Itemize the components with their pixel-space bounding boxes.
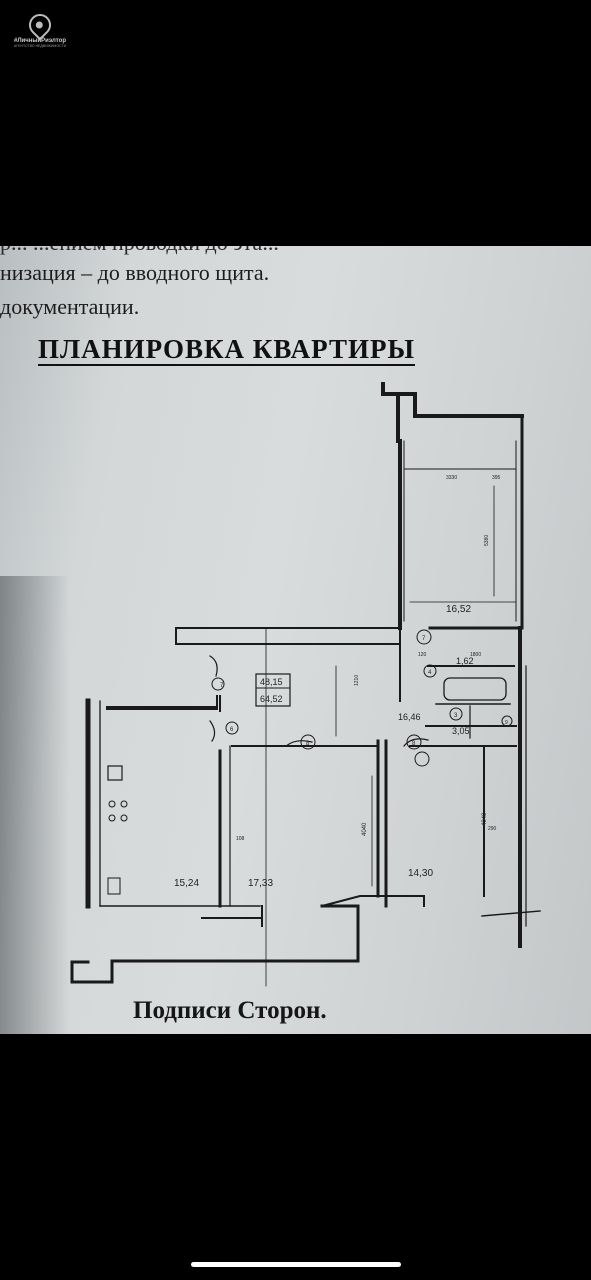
room-area-kitchen: 15,24 (174, 878, 199, 889)
room-area-right: 14,30 (408, 868, 433, 879)
dim-hall-b: 4040 (482, 812, 488, 826)
total-area-bottom: 64,52 (260, 694, 283, 704)
marker-4: 8 (412, 741, 416, 747)
marker-7: 3 (454, 713, 458, 719)
total-area-top: 48,15 (260, 677, 283, 687)
dim-misc-b: 290 (488, 826, 497, 832)
marker-3: 8 (306, 741, 310, 747)
dim-top-a: 3330 (446, 475, 457, 481)
room-area-hall: 16,46 (398, 712, 421, 722)
location-pin-icon (24, 9, 56, 41)
dim-misc-c: 108 (236, 836, 245, 842)
marker-5: 7 (422, 636, 426, 642)
signatures-label: Подписи Сторон. (133, 997, 327, 1024)
doc-line-1: р... ...ением проводки до эта... (0, 246, 279, 256)
watermark: #ЛичныйРиэлтор АГЕНТСТВО НЕДВИЖИМОСТИ (8, 9, 72, 48)
room-area-wc: 1,62 (456, 656, 474, 666)
dim-hall-a: 4040 (362, 822, 368, 836)
marker-8: 9 (505, 720, 508, 726)
document-photo: р... ...ением проводки до эта... низация… (0, 246, 591, 1034)
watermark-title: #ЛичныйРиэлтор (13, 38, 66, 44)
photo-shadow (0, 576, 70, 1034)
doc-line-3: документации. (0, 294, 140, 319)
plan-heading: ПЛАНИРОВКА КВАРТИРЫ (38, 334, 416, 366)
dim-misc-e: 120 (418, 652, 427, 658)
dim-loggia-h: 5380 (484, 535, 490, 546)
floor-plan-drawing: 48,15 64,52 15,24 17,33 14,30 16,52 16,4… (70, 382, 541, 987)
doc-line-2: низация – до вводного щита. (0, 260, 270, 285)
dim-misc-a: 1800 (470, 652, 481, 658)
watermark-subtitle: АГЕНТСТВО НЕДВИЖИМОСТИ (13, 44, 67, 48)
marker-1: 7 (220, 683, 224, 689)
room-area-middle: 17,33 (248, 878, 273, 889)
room-area-bath: 3,05 (452, 726, 470, 736)
room-area-loggia: 16,52 (446, 604, 471, 615)
dim-top-b: 395 (492, 475, 501, 481)
marker-2: 6 (230, 727, 234, 733)
home-indicator[interactable] (191, 1262, 401, 1267)
dim-misc-d: 1210 (354, 675, 360, 686)
marker-6: 4 (428, 670, 432, 676)
